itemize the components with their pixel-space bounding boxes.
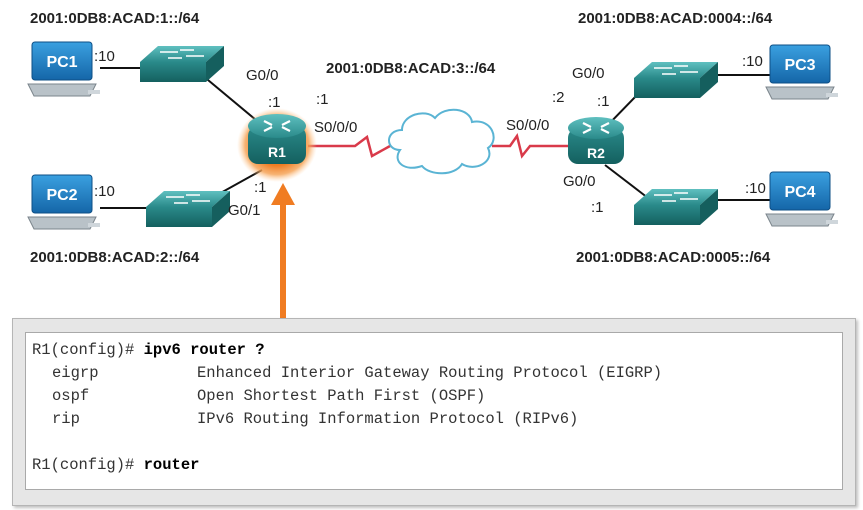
r1-g00-label: G0/0 — [246, 67, 279, 84]
network-label-lan2: 2001:0DB8:ACAD:2::/64 — [30, 249, 200, 266]
cli-command: ipv6 router ? — [143, 341, 265, 359]
switch-arrows-icon — [160, 49, 204, 59]
switch-arrows-icon — [654, 192, 698, 202]
pc3-label: PC3 — [784, 57, 815, 74]
host-id-pc2: :10 — [94, 183, 115, 200]
r2-g00-bottom-label: G0/0 — [563, 173, 596, 190]
cli-option-row: rip IPv6 Routing Information Protocol (RI… — [32, 408, 842, 431]
switch-arrows-icon — [166, 194, 210, 204]
cli-output: R1(config)# ipv6 router ? eigrp Enhanced … — [25, 332, 843, 490]
pc-pc3[interactable]: PC3 — [765, 44, 838, 100]
cli-option-desc: IPv6 Routing Information Protocol (RIPv6… — [197, 410, 579, 428]
cli-command: router — [143, 456, 200, 474]
pc-pc1[interactable]: PC1 — [27, 41, 100, 97]
cli-blank-line — [32, 431, 842, 454]
cli-option-name: ospf — [52, 387, 90, 405]
serial-link-r1-cloud — [308, 134, 391, 158]
router-r2[interactable]: R2 — [568, 117, 624, 164]
r2-s000-label: S0/0/0 — [506, 117, 549, 134]
r1-s000-id: :1 — [316, 91, 329, 108]
pc1-label: PC1 — [46, 54, 77, 71]
router-arrows-icon — [582, 122, 610, 134]
r1-g01-id: :1 — [254, 179, 267, 196]
r1-s000-label: S0/0/0 — [314, 119, 357, 136]
cli-option-desc: Open Shortest Path First (OSPF) — [197, 387, 486, 405]
cli-option-row: ospf Open Shortest Path First (OSPF) — [32, 385, 842, 408]
r1-g00-id: :1 — [268, 94, 281, 111]
router-r1-label: R1 — [268, 144, 286, 160]
cli-command-line: R1(config)# router — [32, 454, 842, 477]
r2-s000-id: :2 — [552, 89, 565, 106]
network-topology-diagram: R1 R2 PC1 PC2 — [27, 10, 838, 320]
switch-s2[interactable] — [146, 191, 230, 227]
r2-g00-top-label: G0/0 — [572, 65, 605, 82]
cli-option-desc: Enhanced Interior Gateway Routing Protoc… — [197, 364, 663, 382]
r1-g01-label: G0/1 — [228, 202, 261, 219]
host-id-pc3: :10 — [742, 53, 763, 70]
pc-pc2[interactable]: PC2 — [27, 174, 100, 230]
cli-option-row: eigrp Enhanced Interior Gateway Routing P… — [32, 362, 842, 385]
network-label-lan1: 2001:0DB8:ACAD:1::/64 — [30, 10, 200, 27]
cli-option-name: rip — [52, 410, 80, 428]
wan-cloud-icon — [388, 108, 495, 175]
switch-s1[interactable] — [140, 46, 224, 82]
cli-command-line: R1(config)# ipv6 router ? — [32, 339, 842, 362]
pc2-label: PC2 — [46, 187, 77, 204]
network-label-lan5: 2001:0DB8:ACAD:0005::/64 — [576, 249, 771, 266]
switch-s4[interactable] — [634, 189, 718, 225]
cli-prompt: R1(config)# — [32, 341, 144, 359]
r2-g00-top-id: :1 — [597, 93, 610, 110]
router-r2-label: R2 — [587, 145, 605, 161]
host-id-pc4: :10 — [745, 180, 766, 197]
cli-option-name: eigrp — [52, 364, 99, 382]
pc-pc4[interactable]: PC4 — [765, 171, 838, 227]
router-r1[interactable]: R1 — [237, 108, 317, 182]
r2-g00-bottom-id: :1 — [591, 199, 604, 216]
switch-s3[interactable] — [634, 62, 718, 98]
callout-arrow-icon — [271, 183, 295, 320]
link-r2-s4 — [604, 164, 649, 199]
router-arrows-icon — [263, 120, 291, 132]
serial-link-cloud-r2 — [492, 133, 568, 159]
cli-panel: R1(config)# ipv6 router ? eigrp Enhanced … — [12, 318, 856, 506]
host-id-pc1: :10 — [94, 48, 115, 65]
pc4-label: PC4 — [784, 184, 815, 201]
network-label-wan: 2001:0DB8:ACAD:3::/64 — [326, 60, 496, 77]
cli-prompt: R1(config)# — [32, 456, 144, 474]
switch-arrows-icon — [654, 65, 698, 75]
network-label-lan4: 2001:0DB8:ACAD:0004::/64 — [578, 10, 773, 27]
